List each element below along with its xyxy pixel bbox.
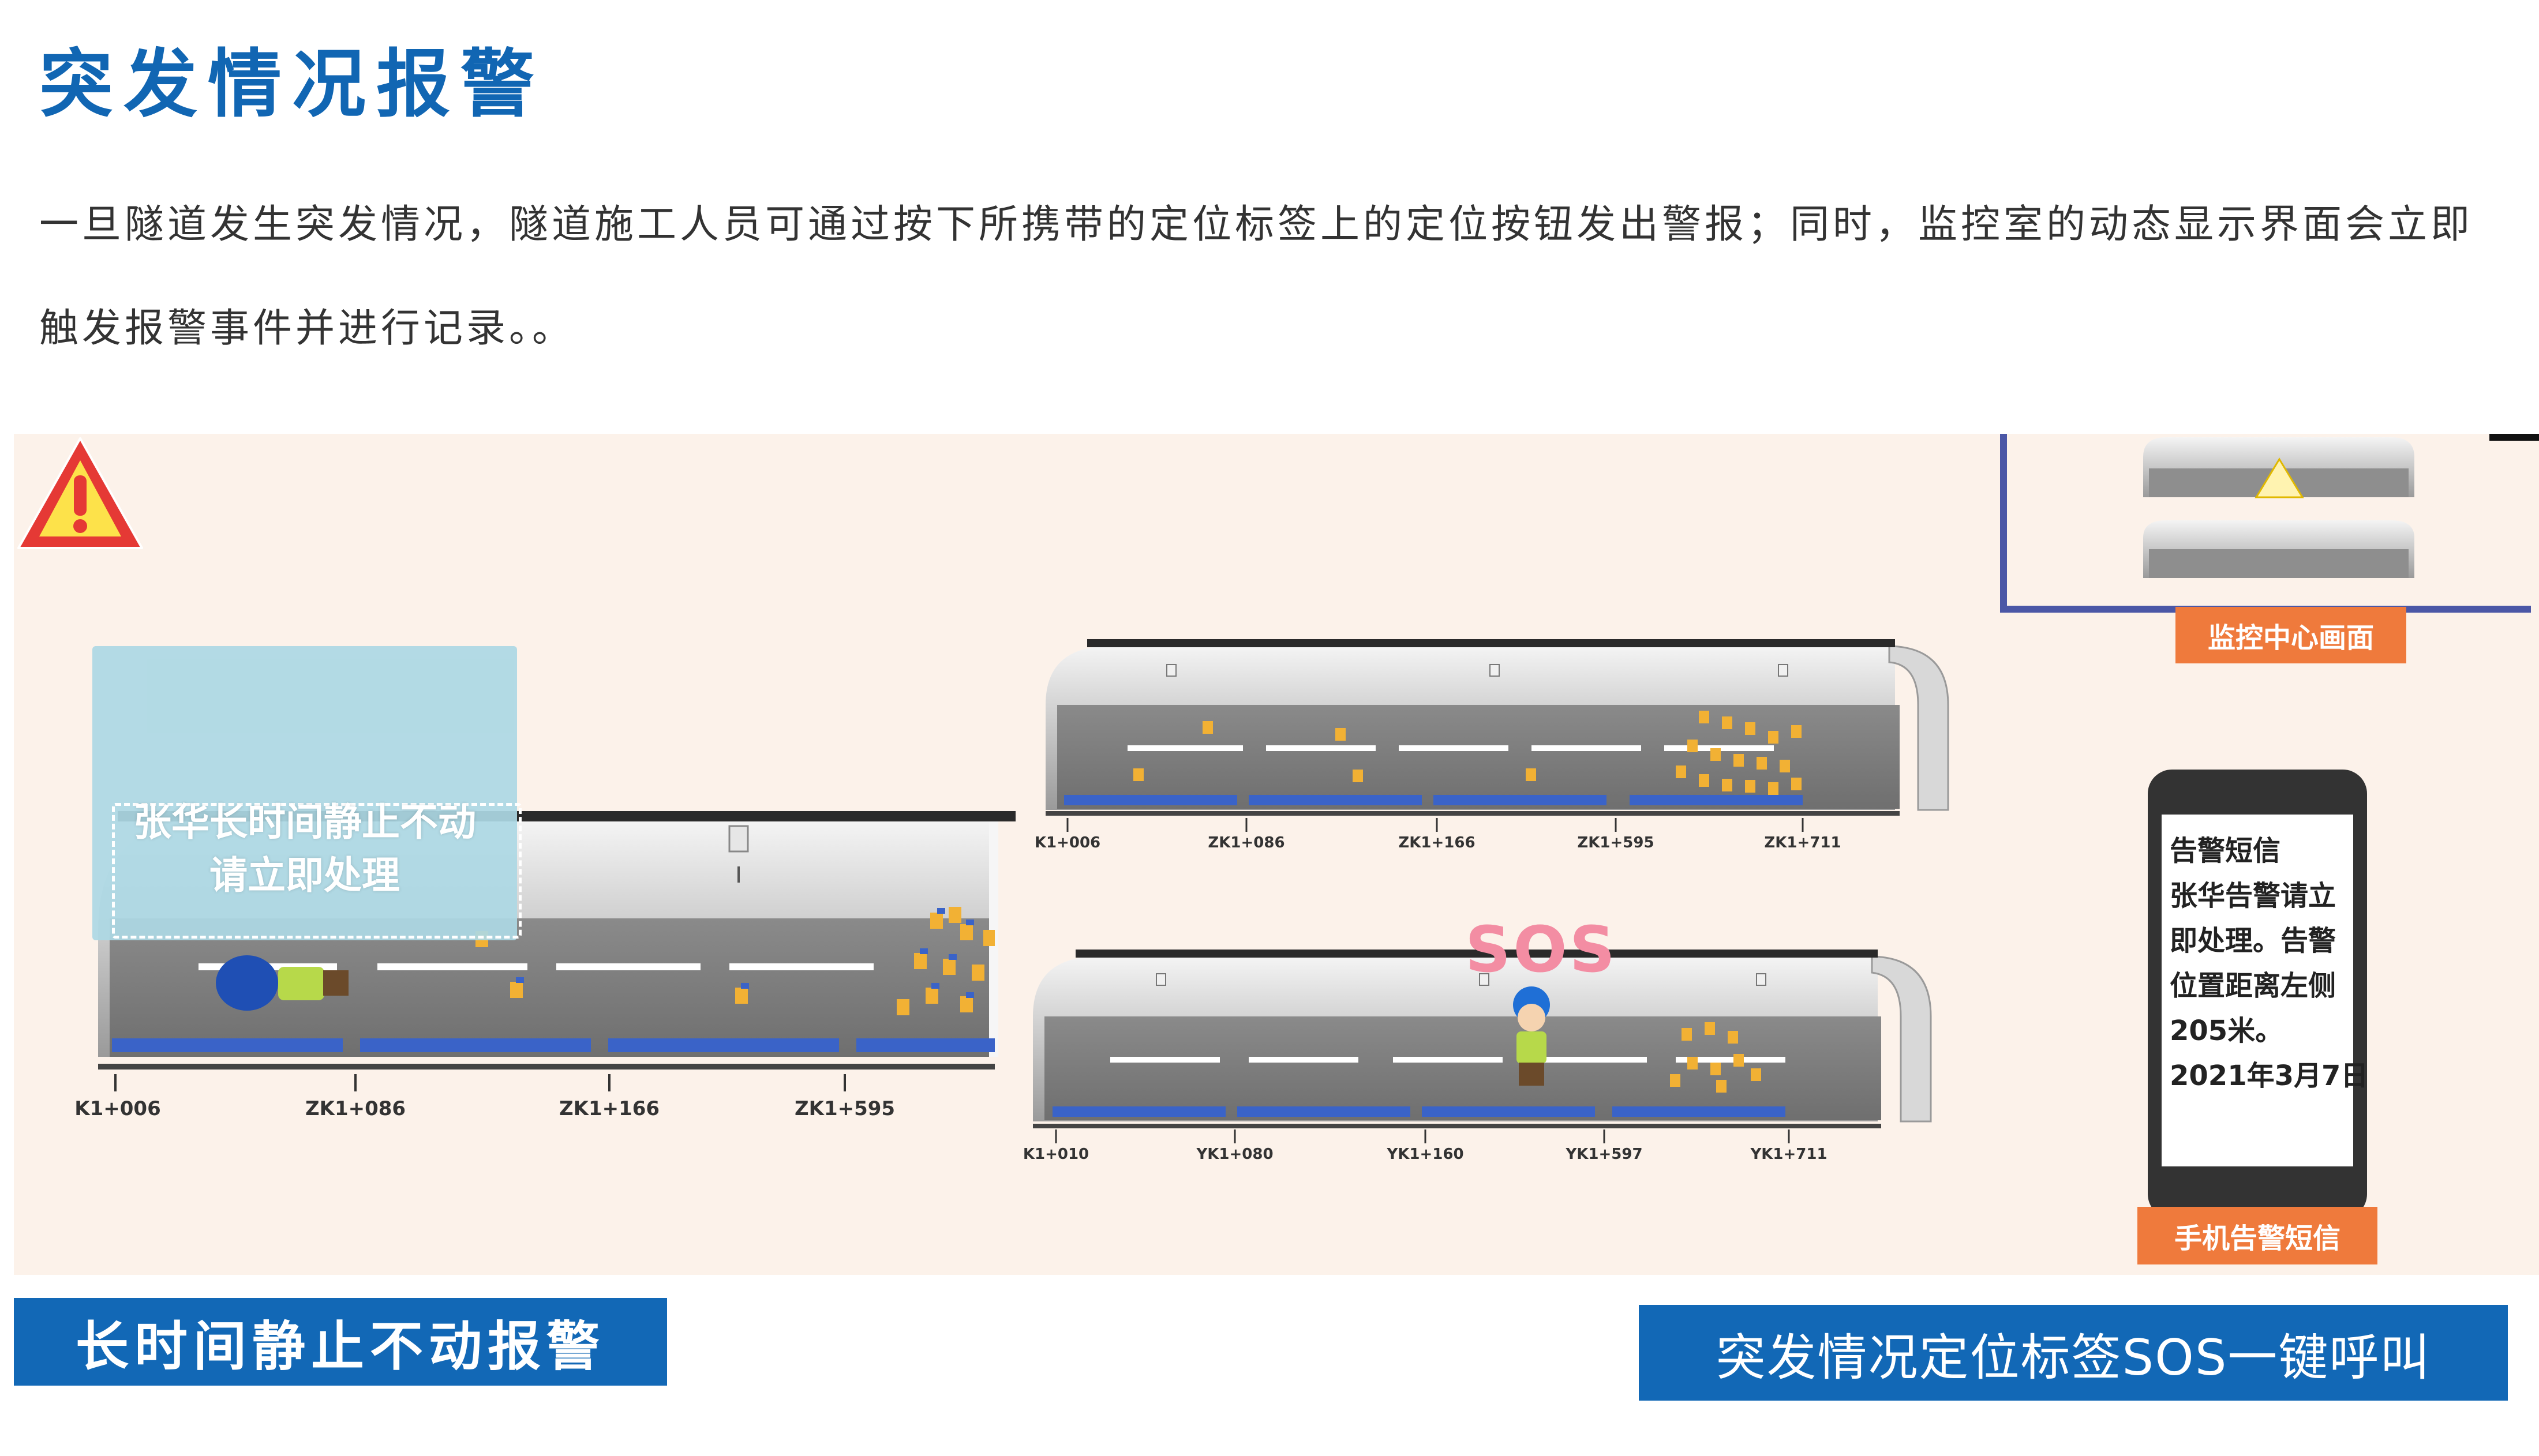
sms-line: 205米。 (2170, 1015, 2283, 1047)
upper-tick-label: ZK1+595 (1577, 834, 1654, 851)
alert-popup (92, 646, 517, 940)
sos-call-banner: 突发情况定位标签SOS一键呼叫 (1639, 1305, 2508, 1401)
left-tick-label: K1+006 (74, 1097, 161, 1120)
sms-line: 告警短信 (2170, 835, 2281, 867)
monitor-edge-bar (2489, 434, 2539, 441)
sms-line: 即处理。告警 (2170, 925, 2336, 957)
lower-tick-label: YK1+160 (1387, 1146, 1464, 1163)
alert-message-line2: 请立即处理 (209, 853, 400, 898)
phone-sms-screen: 告警短信 张华告警请立 即处理。告警 位置距离左侧 205米。 2021年3月7… (2162, 815, 2368, 1166)
upper-tick-label: K1+006 (1034, 834, 1101, 851)
upper-tick-label: ZK1+711 (1764, 834, 1841, 851)
illustration-panel: 张华长时间静止不动 请立即处理 K1+006 ZK1+086 ZK1+166 Z… (14, 434, 2539, 1275)
phone-sms-label: 手机告警短信 (2137, 1207, 2377, 1264)
warning-triangle-icon (17, 437, 143, 549)
left-tick-label: ZK1+595 (794, 1097, 896, 1120)
upper-tick-label: ZK1+166 (1398, 834, 1476, 851)
page-title: 突发情况报警 (39, 42, 545, 127)
lower-tick-label: K1+010 (1023, 1146, 1089, 1163)
sms-line: 张华告警请立 (2170, 880, 2336, 912)
lower-tick-label: YK1+711 (1750, 1146, 1828, 1163)
lower-tick-label: YK1+597 (1566, 1146, 1643, 1163)
static-alarm-banner: 长时间静止不动报警 (14, 1298, 667, 1386)
monitor-screen (2143, 437, 2414, 578)
monitor-frame (2000, 434, 2531, 613)
sos-label: SOS (1465, 913, 1617, 986)
upper-tunnel (1046, 639, 1949, 832)
monitor-center-label: 监控中心画面 (2175, 607, 2406, 663)
lower-tick-label: YK1+080 (1196, 1146, 1274, 1163)
sms-line: 位置距离左侧 (2170, 970, 2336, 1002)
upper-tick-label: ZK1+086 (1208, 834, 1285, 851)
left-tick-label: ZK1+086 (305, 1097, 406, 1120)
alert-highlight-frame (112, 803, 522, 939)
sms-line: 2021年3月7日 (2170, 1060, 2369, 1092)
description-text: 一旦隧道发生突发情况，隧道施工人员可通过按下所携带的定位标签上的定位按钮发出警报… (39, 202, 2474, 351)
left-tick-label: ZK1+166 (559, 1097, 660, 1120)
alert-message-line1: 张华长时间静止不动 (133, 800, 476, 845)
lower-tunnel (1033, 950, 1932, 1143)
